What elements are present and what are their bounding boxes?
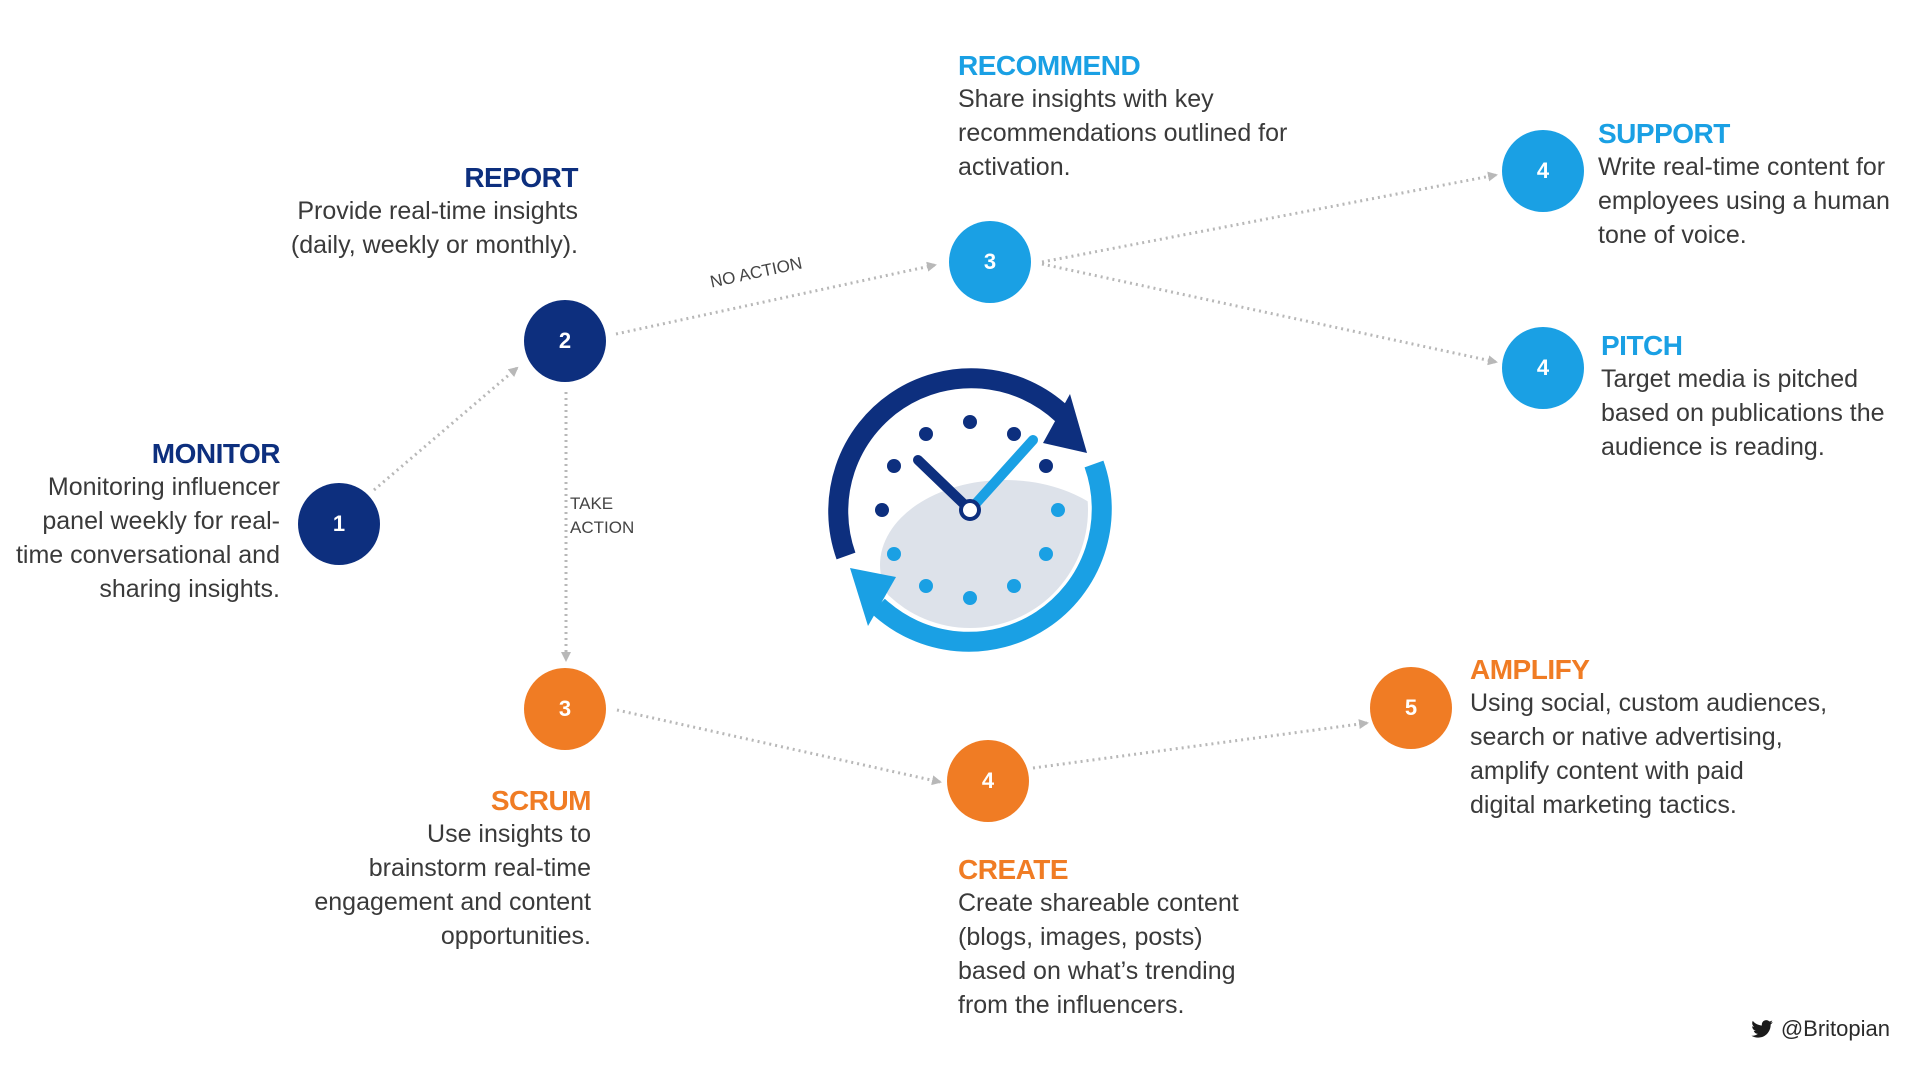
step-node-scrum: 3: [524, 668, 606, 750]
block-support: SUPPORT Write real-time content for empl…: [1598, 118, 1890, 252]
block-title: SCRUM: [314, 785, 591, 817]
step-number: 4: [1537, 158, 1549, 184]
clock-refresh-icon: [820, 360, 1120, 660]
block-line: brainstorm real-time: [314, 851, 591, 885]
block-title: PITCH: [1601, 330, 1885, 362]
take-action-line-2: ACTION: [570, 516, 634, 540]
block-line: activation.: [958, 150, 1287, 184]
block-scrum: SCRUM Use insights to brainstorm real-ti…: [314, 785, 591, 953]
block-title: SUPPORT: [1598, 118, 1890, 150]
block-title: CREATE: [958, 854, 1239, 886]
block-line: time conversational and: [16, 538, 280, 572]
block-line: audience is reading.: [1601, 430, 1885, 464]
block-line: Monitoring influencer: [16, 470, 280, 504]
block-report: REPORT Provide real-time insights (daily…: [291, 162, 578, 262]
block-line: Using social, custom audiences,: [1470, 686, 1827, 720]
block-line: Share insights with key: [958, 82, 1287, 116]
connector-scrum-create: [617, 710, 940, 782]
block-line: tone of voice.: [1598, 218, 1890, 252]
block-line: opportunities.: [314, 919, 591, 953]
step-node-amplify: 5: [1370, 667, 1452, 749]
block-title: REPORT: [291, 162, 578, 194]
step-node-monitor: 1: [298, 483, 380, 565]
step-node-support: 4: [1502, 130, 1584, 212]
block-line: from the influencers.: [958, 988, 1239, 1022]
block-line: Target media is pitched: [1601, 362, 1885, 396]
block-line: digital marketing tactics.: [1470, 788, 1827, 822]
block-line: engagement and content: [314, 885, 591, 919]
step-number: 2: [559, 328, 571, 354]
block-line: (daily, weekly or monthly).: [291, 228, 578, 262]
connector-monitor-report: [374, 368, 517, 490]
clock-center-pin: [961, 501, 979, 519]
block-line: Create shareable content: [958, 886, 1239, 920]
step-node-report: 2: [524, 300, 606, 382]
block-pitch: PITCH Target media is pitched based on p…: [1601, 330, 1885, 464]
step-node-recommend: 3: [949, 221, 1031, 303]
block-line: Provide real-time insights: [291, 194, 578, 228]
step-number: 4: [982, 768, 994, 794]
block-line: Use insights to: [314, 817, 591, 851]
step-node-create: 4: [947, 740, 1029, 822]
block-title: MONITOR: [16, 438, 280, 470]
step-number: 3: [984, 249, 996, 275]
edge-label-take-action: TAKE ACTION: [570, 492, 634, 540]
step-node-pitch: 4: [1502, 327, 1584, 409]
block-title: RECOMMEND: [958, 50, 1287, 82]
block-monitor: MONITOR Monitoring influencer panel week…: [16, 438, 280, 606]
step-number: 1: [333, 511, 345, 537]
block-line: (blogs, images, posts): [958, 920, 1239, 954]
step-number: 4: [1537, 355, 1549, 381]
block-line: recommendations outlined for: [958, 116, 1287, 150]
block-line: employees using a human: [1598, 184, 1890, 218]
block-line: Write real-time content for: [1598, 150, 1890, 184]
block-line: amplify content with paid: [1470, 754, 1827, 788]
step-number: 3: [559, 696, 571, 722]
connector-recommend-support: [1042, 175, 1496, 262]
credit: @Britopian: [1751, 1016, 1890, 1042]
block-title: AMPLIFY: [1470, 654, 1827, 686]
step-number: 5: [1405, 695, 1417, 721]
connector-recommend-pitch: [1042, 264, 1496, 362]
block-amplify: AMPLIFY Using social, custom audiences, …: [1470, 654, 1827, 822]
block-create: CREATE Create shareable content (blogs, …: [958, 854, 1239, 1022]
block-line: panel weekly for real-: [16, 504, 280, 538]
block-line: based on what’s trending: [958, 954, 1239, 988]
twitter-bird-icon: [1751, 1020, 1773, 1038]
block-recommend: RECOMMEND Share insights with key recomm…: [958, 50, 1287, 184]
block-line: based on publications the: [1601, 396, 1885, 430]
take-action-line-1: TAKE: [570, 492, 634, 516]
block-line: search or native advertising,: [1470, 720, 1827, 754]
connector-create-amplify: [1033, 723, 1367, 768]
credit-handle: @Britopian: [1781, 1016, 1890, 1042]
block-line: sharing insights.: [16, 572, 280, 606]
